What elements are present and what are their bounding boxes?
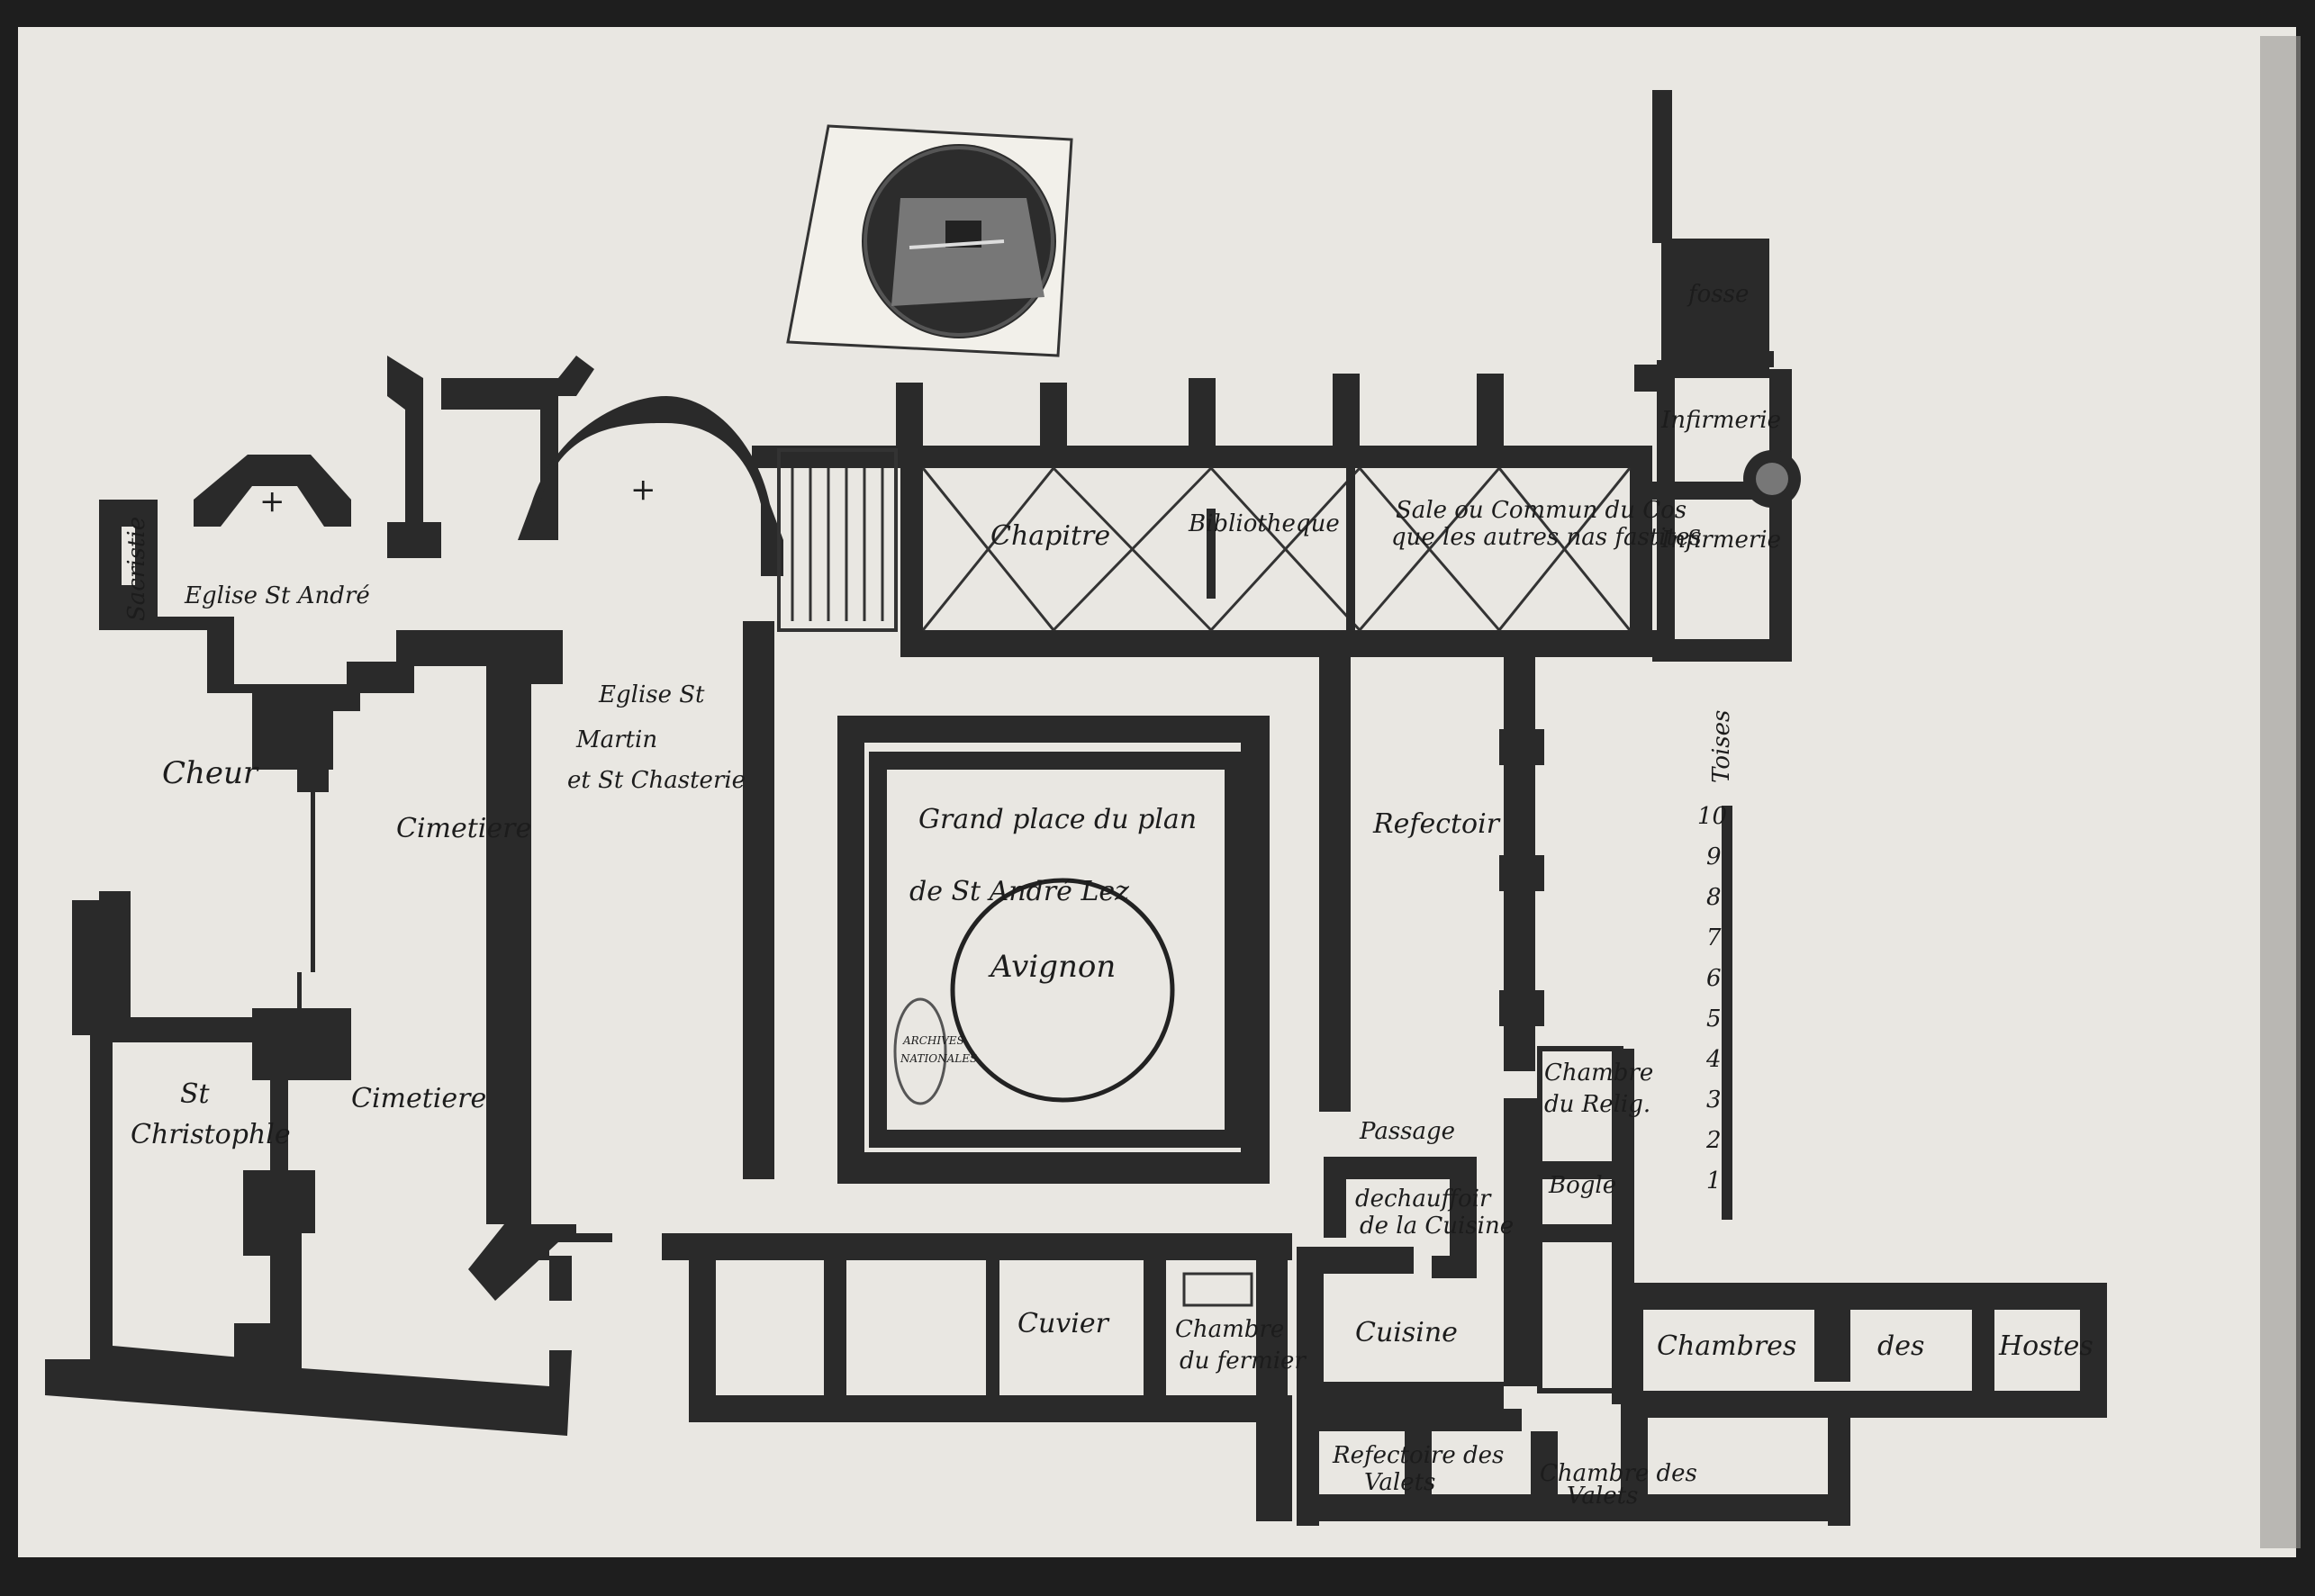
label-st-christophle-1: St [180, 1078, 211, 1110]
apse-chapel: + [194, 455, 351, 527]
label-fosse: fosse [1687, 281, 1749, 308]
staircase-north [777, 448, 898, 632]
svg-text:+: + [630, 472, 656, 508]
sundial-drawing [786, 124, 1073, 357]
label-eglise-st-martin-3: et St Chasterie [567, 767, 746, 794]
cloister [743, 621, 1270, 1184]
refectory-walls [1319, 657, 1544, 1112]
label-chambres-hostes-3: Hostes [1998, 1330, 2093, 1362]
scale-tick-6: 6 [1706, 965, 1722, 992]
label-refectoire-valets-2: Valets [1364, 1469, 1435, 1496]
label-chambre-top-2: du Relig. [1544, 1091, 1650, 1118]
label-eglise-st-martin-1: Eglise St [598, 681, 705, 708]
cloister-fountain [950, 878, 1175, 1103]
scale-tick-5: 5 [1706, 1005, 1722, 1032]
label-cuvier: Cuvier [1017, 1308, 1110, 1339]
label-choeur: Cheur [162, 755, 259, 791]
scale-tick-4: 4 [1705, 1046, 1722, 1073]
label-stamp-2: NATIONALES [900, 1052, 977, 1065]
scale-tick-7: 7 [1706, 924, 1722, 951]
label-refectoire-valets-1: Refectoire des [1332, 1442, 1504, 1469]
tower-walls [387, 356, 594, 558]
label-eglise-st-martin-2: Martin [575, 726, 657, 753]
label-eglise-st-andre: Eglise St André [184, 582, 370, 609]
scale-tick-1: 1 [1706, 1168, 1722, 1195]
kitchen-block-walls [1297, 1098, 1850, 1526]
label-chambre-valets-2: Valets [1567, 1483, 1638, 1510]
label-sale-commun-1: Sale ou Commun du Cos [1396, 497, 1687, 524]
label-grand-place-1: Grand place du plan [918, 804, 1197, 835]
label-bogle: Bogle [1548, 1172, 1616, 1199]
label-infirmerie-top: Infirmerie [1660, 407, 1781, 434]
scale-bar [1722, 806, 1732, 1220]
label-cuisine: Cuisine [1355, 1317, 1458, 1348]
label-chambre-valets-1: Chambre des [1540, 1460, 1697, 1487]
paper-shadow-right [2260, 36, 2301, 1548]
label-chambre-fermier-1: Chambre [1175, 1316, 1284, 1343]
label-bibliotheque: Bibliotheque [1188, 510, 1340, 537]
label-chambres-hostes-2: des [1877, 1330, 1924, 1362]
label-grand-place-3: Avignon [988, 949, 1116, 985]
scale-tick-3: 3 [1706, 1087, 1722, 1114]
arched-chapel-st-martin: + [518, 396, 783, 576]
nave-st-martin-walls [468, 630, 612, 1301]
label-sale-commun-2: que les autres nas fastites [1391, 524, 1702, 551]
label-dechauffoir-1: dechauffoir [1355, 1186, 1492, 1213]
label-stamp-1: ARCHIVES [902, 1034, 964, 1047]
label-refectoir: Refectoir [1372, 808, 1501, 840]
label-scale-title: Toises [1708, 710, 1735, 783]
scale-tick-2: 2 [1705, 1127, 1722, 1154]
label-grand-place-2: de St André Lez [909, 876, 1129, 907]
label-sacristie: Sacristie [123, 517, 150, 621]
svg-text:+: + [259, 483, 285, 519]
scale-tick-9: 9 [1706, 843, 1722, 870]
label-chambre-top-1: Chambre [1544, 1059, 1653, 1087]
north-range-walls [752, 374, 1657, 657]
scale-tick-8: 8 [1706, 884, 1722, 911]
label-passage: Passage [1359, 1118, 1455, 1145]
label-cimetiere-bottom: Cimetiere [351, 1083, 486, 1114]
staircase-south [1182, 1272, 1253, 1307]
church-st-andre-walls [45, 500, 576, 1436]
label-chambre-fermier-2: du fermier [1180, 1348, 1307, 1375]
guest-rooms-walls [1621, 1283, 2107, 1526]
label-st-christophle-2: Christophle [131, 1119, 291, 1150]
south-range-walls [662, 1233, 1292, 1521]
label-chapitre: Chapitre [990, 520, 1110, 552]
archive-stamp [893, 997, 947, 1105]
infirmary-block [1634, 90, 1801, 662]
label-chambres-hostes-1: Chambres [1657, 1330, 1796, 1362]
scale-tick-10: 10 [1697, 803, 1727, 830]
label-cimetiere-top: Cimetiere [396, 813, 531, 844]
label-dechauffoir-2: de la Cuisine [1360, 1213, 1514, 1240]
label-infirmerie-bottom: Infirmerie [1660, 527, 1781, 554]
